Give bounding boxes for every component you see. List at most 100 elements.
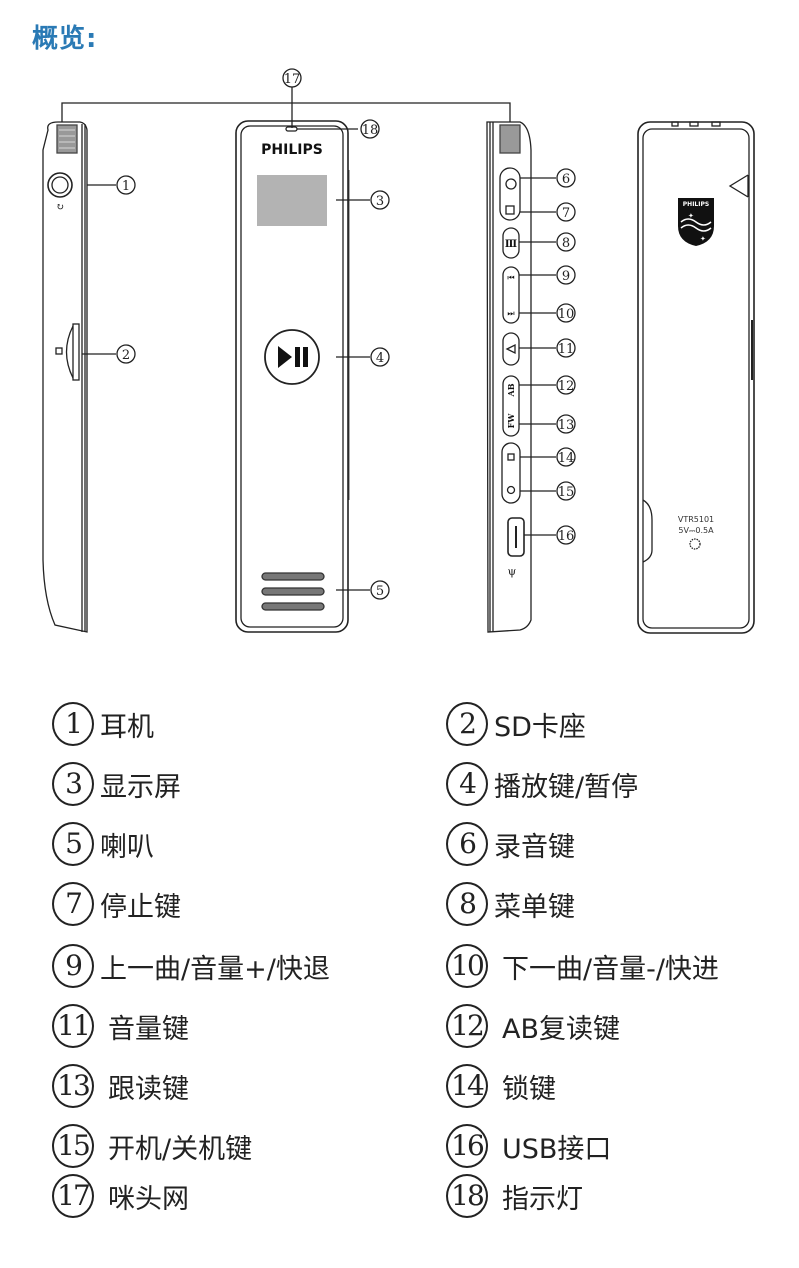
usb-port xyxy=(507,517,525,557)
legend-item: 3 显示屏 xyxy=(52,760,181,808)
legend-number: 10 xyxy=(446,944,488,988)
svg-text:16: 16 xyxy=(558,529,575,544)
svg-text:10: 10 xyxy=(558,307,575,322)
lock-icon xyxy=(507,453,515,461)
legend-item: 2 SD卡座 xyxy=(446,700,586,748)
legend-label: 显示屏 xyxy=(100,771,181,803)
legend-item: 17 咪头网 xyxy=(52,1172,189,1220)
certification-mark-icon xyxy=(689,538,701,550)
legend-item: 6 录音键 xyxy=(446,820,575,868)
legend-label: 停止键 xyxy=(100,891,181,923)
ab-fw-rocker xyxy=(502,375,520,437)
model-number: VTR5101 xyxy=(678,515,714,524)
sd-card-symbol-icon xyxy=(55,347,63,355)
svg-text:PHILIPS: PHILIPS xyxy=(683,201,709,208)
legend-label: 跟读键 xyxy=(108,1073,189,1105)
svg-text:8: 8 xyxy=(562,236,570,251)
back-view: PHILIPS ✦ ✦ VTR5101 5V⎓0.5A xyxy=(637,121,755,634)
device-diagram: 17 ↻ 1 2 PHILIPS xyxy=(42,68,755,634)
legend-number: 16 xyxy=(446,1124,488,1168)
legend-label: 喇叭 xyxy=(100,831,154,863)
indicator-light-icon xyxy=(285,126,298,132)
legend-item: 5 喇叭 xyxy=(52,820,154,868)
front-view: PHILIPS 18 3 4 5 xyxy=(235,119,390,633)
svg-text:15: 15 xyxy=(558,485,575,500)
svg-text:1: 1 xyxy=(122,179,130,194)
headphone-jack-icon xyxy=(47,172,73,198)
legend-label: 开机/关机键 xyxy=(108,1133,253,1165)
svg-text:✦: ✦ xyxy=(700,235,706,243)
legend-label: 锁键 xyxy=(502,1073,556,1105)
legend-label: 下一曲/音量-/快进 xyxy=(502,953,719,985)
speaker-grille-icon xyxy=(261,572,325,611)
legend-number: 13 xyxy=(52,1064,94,1108)
record-icon xyxy=(505,178,517,190)
svg-text:9: 9 xyxy=(562,269,570,284)
play-icon xyxy=(278,346,292,368)
display-screen xyxy=(257,175,327,226)
svg-text:12: 12 xyxy=(558,379,575,394)
legend-item: 1 耳机 xyxy=(52,700,154,748)
svg-text:13: 13 xyxy=(558,418,575,433)
svg-text:14: 14 xyxy=(558,451,575,466)
legend-item: 15 开机/关机键 xyxy=(52,1122,252,1170)
legend-number: 17 xyxy=(52,1174,94,1218)
right-side-view: Ⅲ ⏮ ⏭ AB FW ψ xyxy=(486,121,576,633)
legend-item: 11 音量键 xyxy=(52,1002,189,1050)
lock-power-switch xyxy=(501,442,521,504)
legend-label: 咪头网 xyxy=(108,1183,189,1215)
play-pause-button xyxy=(264,329,320,385)
menu-icon: Ⅲ xyxy=(505,239,517,250)
prev-icon: ⏮ xyxy=(507,273,514,282)
legend-number: 1 xyxy=(52,702,94,746)
svg-text:7: 7 xyxy=(562,206,570,221)
menu-button xyxy=(502,227,520,259)
legend-number: 7 xyxy=(52,882,94,926)
legend-number: 2 xyxy=(446,702,488,746)
legend-item: 14 锁键 xyxy=(446,1062,556,1110)
svg-text:✦: ✦ xyxy=(688,212,694,220)
left-side-view: ↻ 1 2 xyxy=(42,121,136,633)
legend-label: 播放键/暂停 xyxy=(494,771,639,803)
svg-text:11: 11 xyxy=(558,342,575,357)
usb-symbol-icon: ψ xyxy=(508,565,517,578)
legend-item: 12 AB复读键 xyxy=(446,1002,620,1050)
power-icon xyxy=(506,485,516,495)
legend-number: 14 xyxy=(446,1064,488,1108)
legend-label: 录音键 xyxy=(494,831,575,863)
prev-next-rocker xyxy=(502,266,520,324)
legend-number: 5 xyxy=(52,822,94,866)
legend-number: 12 xyxy=(446,1004,488,1048)
next-icon: ⏭ xyxy=(507,309,514,318)
legend-number: 3 xyxy=(52,762,94,806)
svg-text:3: 3 xyxy=(376,194,384,209)
legend-item: 8 菜单键 xyxy=(446,880,575,928)
legend-number: 8 xyxy=(446,882,488,926)
philips-shield-logo: PHILIPS ✦ ✦ xyxy=(678,198,714,246)
pause-icon xyxy=(295,347,300,367)
svg-text:5: 5 xyxy=(376,584,384,599)
legend-label: 耳机 xyxy=(100,711,154,743)
record-stop-switch xyxy=(499,167,521,221)
legend-item: 10 下一曲/音量-/快进 xyxy=(446,942,719,990)
legend-number: 18 xyxy=(446,1174,488,1218)
legend-label: AB复读键 xyxy=(502,1013,620,1045)
svg-text:6: 6 xyxy=(562,172,570,187)
svg-text:18: 18 xyxy=(362,123,379,138)
clip-triangle-icon xyxy=(728,174,749,198)
legend-item: 13 跟读键 xyxy=(52,1062,189,1110)
volume-button xyxy=(502,332,520,366)
legend-item: 18 指示灯 xyxy=(446,1172,583,1220)
callout-17: 17 xyxy=(61,68,511,128)
power-rating: 5V⎓0.5A xyxy=(678,526,714,535)
legend-label: 指示灯 xyxy=(502,1183,583,1215)
stop-icon xyxy=(505,205,515,215)
page-title: 概览: xyxy=(32,24,98,54)
volume-icon xyxy=(505,343,516,355)
ab-repeat-icon: AB xyxy=(506,383,516,397)
legend-item: 4 播放键/暂停 xyxy=(446,760,638,808)
legend-label: USB接口 xyxy=(502,1133,612,1165)
svg-text:17: 17 xyxy=(284,72,301,87)
legend-number: 4 xyxy=(446,762,488,806)
legend-item: 9 上一曲/音量+/快退 xyxy=(52,942,330,990)
